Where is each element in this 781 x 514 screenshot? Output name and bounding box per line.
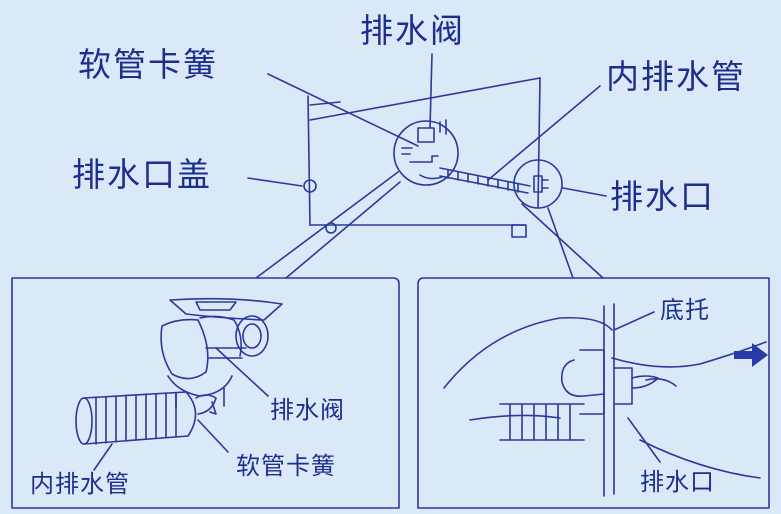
drain-outlet-part — [513, 159, 563, 209]
leader-lines-top — [247, 53, 607, 197]
drain-valve-part — [393, 119, 459, 186]
left-label-drain-valve: 排水阀 — [270, 396, 345, 424]
right-label-drain-outlet: 排水口 — [640, 468, 715, 496]
left-label-hose-clamp: 软管卡簧 — [236, 452, 336, 480]
arrow-right-icon — [734, 343, 768, 367]
left-detail-drawing — [75, 297, 283, 471]
left-detail-frame — [11, 277, 400, 509]
label-drain-valve: 排水阀 — [360, 11, 465, 50]
left-label-inner-drain-pipe: 内排水管 — [30, 470, 130, 498]
inner-drain-pipe-part — [439, 167, 531, 194]
label-drain-cap: 排水口盖 — [72, 155, 212, 194]
label-hose-clamp: 软管卡簧 — [78, 45, 218, 84]
right-detail-frame — [417, 277, 770, 509]
label-inner-drain-pipe: 内排水管 — [606, 57, 746, 96]
appliance-body — [307, 77, 541, 238]
detail-connectors — [255, 171, 604, 279]
right-detail-drawing — [443, 303, 767, 497]
drain-cap-part — [303, 179, 317, 193]
label-drain-outlet: 排水口 — [610, 177, 715, 216]
right-label-base-tray: 底托 — [660, 296, 710, 324]
